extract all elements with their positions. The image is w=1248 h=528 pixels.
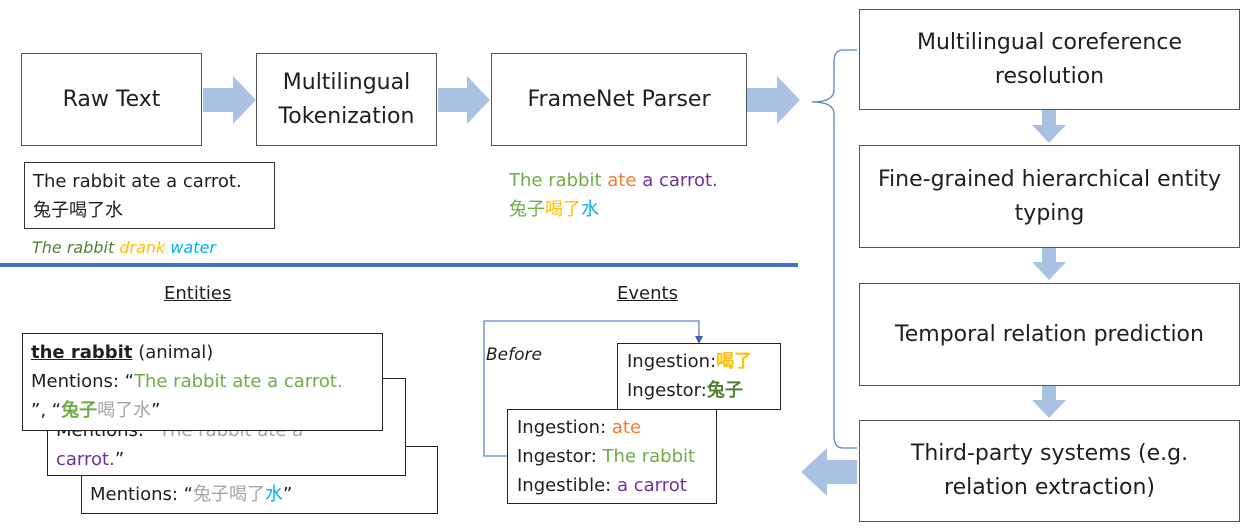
card2-object-line: carrot.” [56, 445, 397, 474]
event2-ingestor-label: Ingestor: [517, 446, 603, 467]
card1-mid: ”, “ [31, 400, 62, 421]
card1-entity-type: (animal) [138, 342, 214, 363]
event1-role-value: 兔子 [706, 380, 743, 401]
arrow-thirdparty-back [801, 448, 857, 496]
gloss-object: water [170, 238, 216, 257]
card1-entity-name: the rabbit [31, 342, 133, 363]
events-header: Events [617, 283, 678, 304]
card3-mention-prefix: 兔子喝了 [192, 484, 265, 505]
typing-label: Fine-grained hierarchical entity typing [878, 166, 1221, 226]
parsed-zh-verb: 喝了 [545, 199, 581, 220]
divider-line [0, 263, 798, 267]
event1-frame-value: 喝了 [716, 351, 753, 372]
raw-text-label: Raw Text [62, 86, 161, 112]
before-link [483, 320, 700, 457]
card3-mention-object: 水 [264, 484, 283, 505]
arrow-token-to-framenet [438, 76, 490, 124]
gloss-subject: The rabbit [32, 238, 115, 257]
card2-close: ” [114, 449, 125, 470]
temporal-label: Temporal relation prediction [895, 321, 1204, 347]
parsed-english: The rabbit ate a carrot. [509, 166, 718, 195]
translation-gloss: The rabbit drank water [32, 238, 216, 257]
typing-box: Fine-grained hierarchical entity typing [859, 145, 1240, 248]
card3-mentions-label: Mentions: “ [90, 484, 193, 505]
tokenization-label: Multilingual Tokenization [278, 69, 415, 129]
card1-mentions-line-2: ”, “兔子喝了水” [31, 396, 374, 425]
event1-frame-line: Ingestion:喝了 [627, 347, 771, 376]
parsed-zh-subject: 兔子 [509, 199, 545, 220]
temporal-box: Temporal relation prediction [859, 283, 1240, 386]
parsed-object: a carrot [642, 170, 713, 191]
card3-close: ” [282, 484, 293, 505]
arrow-raw-to-token [203, 76, 256, 124]
input-english: The rabbit ate a carrot. [33, 171, 242, 192]
coref-label: Multilingual coreference resolution [916, 29, 1183, 89]
event-card-2: Ingestion: ate Ingestor: The rabbit Inge… [507, 409, 717, 504]
parsed-verb: ate [607, 170, 637, 191]
event2-ingestible-line: Ingestible: a carrot [517, 471, 707, 500]
card2-mention-object: carrot. [56, 449, 115, 470]
parsed-end: . [712, 170, 718, 191]
card1-mentions-label: Mentions: “ [31, 371, 134, 392]
entity-card-1: the rabbit (animal) Mentions: “The rabbi… [22, 333, 383, 431]
entities-header: Entities [164, 283, 232, 304]
parsed-chinese: 兔子喝了水 [509, 195, 599, 224]
before-arrowhead [695, 336, 703, 344]
raw-text-box: Raw Text [21, 53, 202, 146]
arrow-typing-to-temporal [1032, 248, 1066, 280]
card1-mention-zh-rest: 喝了水 [97, 400, 152, 421]
event2-frame-line: Ingestion: ate [517, 413, 707, 442]
card1-mention-zh-subject: 兔子 [61, 400, 98, 421]
event-card-1: Ingestion:喝了 Ingestor:兔子 [617, 343, 781, 410]
coref-box: Multilingual coreference resolution [859, 9, 1240, 110]
parsed-subject: The rabbit [509, 170, 602, 191]
arrow-temporal-to-thirdparty [1032, 386, 1066, 418]
event2-frame-value: ate [611, 417, 642, 438]
bracket [811, 49, 857, 449]
input-example-box: The rabbit ate a carrot. 兔子喝了水 [24, 162, 275, 229]
arrow-coref-to-typing [1032, 110, 1066, 143]
event2-frame-label: Ingestion: [517, 417, 612, 438]
framenet-box: FrameNet Parser [491, 53, 747, 146]
event2-ingestible-value: a carrot [616, 475, 687, 496]
gloss-verb: drank [119, 238, 166, 257]
framenet-label: FrameNet Parser [527, 86, 711, 112]
parsed-zh-object: 水 [581, 199, 599, 220]
arrow-framenet-to-stages [747, 76, 800, 124]
before-label: Before [486, 345, 542, 365]
event1-role-label: Ingestor: [627, 380, 707, 401]
event1-role-line: Ingestor:兔子 [627, 376, 771, 405]
event2-ingestible-label: Ingestible: [517, 475, 617, 496]
card1-mentions-line: Mentions: “The rabbit ate a carrot. [31, 367, 374, 396]
third-party-box: Third-party systems (e.g. relation extra… [859, 420, 1240, 522]
event2-ingestor-line: Ingestor: The rabbit [517, 442, 707, 471]
card1-close: ” [151, 400, 161, 421]
event1-frame-label: Ingestion: [627, 351, 717, 372]
input-chinese: 兔子喝了水 [33, 200, 123, 221]
tokenization-box: Multilingual Tokenization [256, 53, 437, 146]
card1-mention-en: The rabbit ate a carrot. [133, 371, 343, 392]
third-party-label: Third-party systems (e.g. relation extra… [910, 441, 1189, 500]
card1-title-line: the rabbit (animal) [31, 338, 374, 367]
event2-ingestor-value: The rabbit [602, 446, 696, 467]
